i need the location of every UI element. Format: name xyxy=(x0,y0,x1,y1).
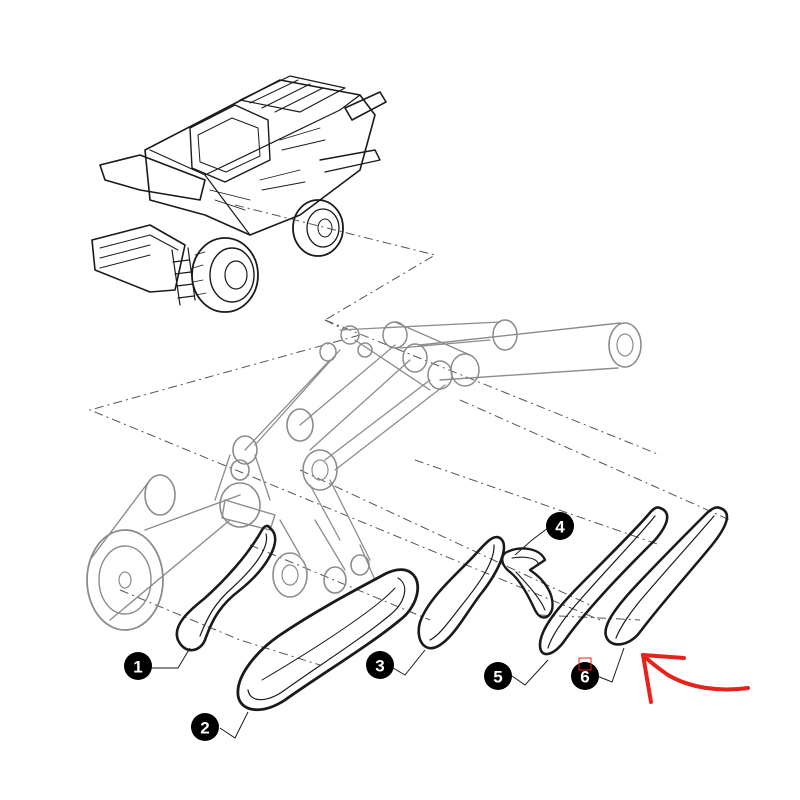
belt-5 xyxy=(538,506,669,656)
svg-text:3: 3 xyxy=(375,657,384,676)
callout-6[interactable]: 6 xyxy=(571,662,599,690)
belt-1 xyxy=(175,524,277,652)
belt-3 xyxy=(417,535,506,650)
belt-2 xyxy=(236,568,420,712)
callout-3[interactable]: 3 xyxy=(366,651,394,679)
combine-harvester-illustration xyxy=(91,75,387,313)
belt-4 xyxy=(501,547,554,619)
callout-1[interactable]: 1 xyxy=(124,652,152,680)
svg-text:4: 4 xyxy=(555,518,565,537)
svg-text:1: 1 xyxy=(133,658,142,677)
svg-text:5: 5 xyxy=(493,668,502,687)
callout-5[interactable]: 5 xyxy=(484,662,512,690)
svg-text:6: 6 xyxy=(580,668,589,687)
callout-leaders xyxy=(150,527,625,739)
red-pointer-arrow-icon xyxy=(641,653,750,704)
belt-6 xyxy=(604,506,729,646)
ghost-drivetrain xyxy=(86,319,642,631)
svg-text:2: 2 xyxy=(200,719,209,738)
callout-2[interactable]: 2 xyxy=(191,713,219,741)
highlight-box xyxy=(578,657,592,671)
leader-lines xyxy=(88,204,731,666)
callout-4[interactable]: 4 xyxy=(546,512,574,540)
